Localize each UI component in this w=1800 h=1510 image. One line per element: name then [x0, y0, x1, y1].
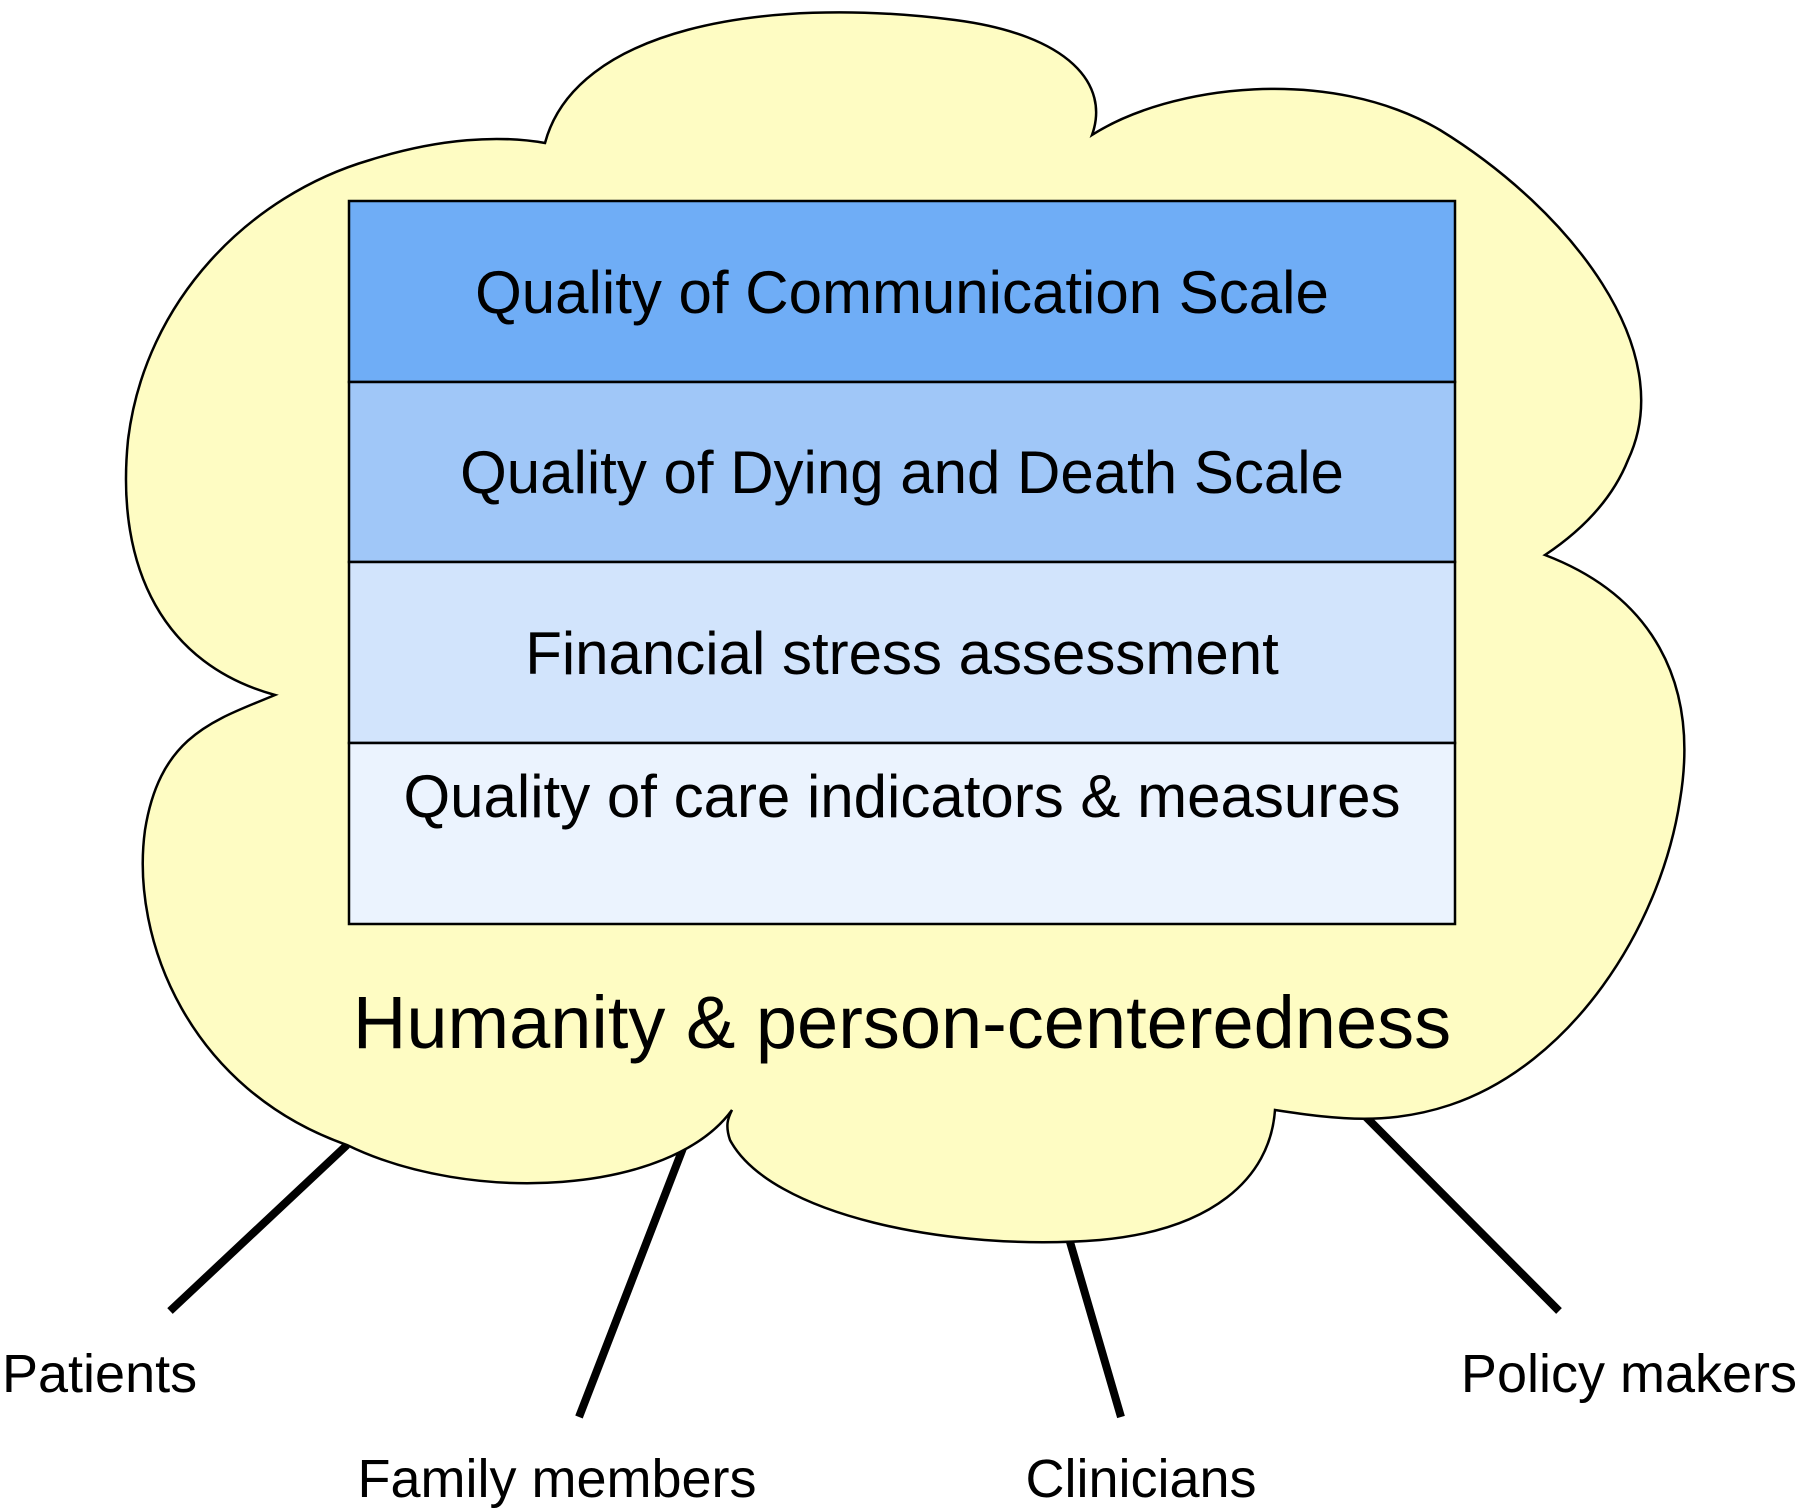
stakeholder-clinicians: Clinicians: [1025, 1449, 1256, 1509]
connector-patients: [167, 1142, 350, 1314]
connectors: [167, 1113, 1562, 1419]
stakeholder-family-members: Family members: [357, 1449, 756, 1509]
layer-3-box: [347, 560, 1457, 745]
layer-dying-death-scale: Quality of Dying and Death Scale: [347, 380, 1457, 564]
layer-2-label: Quality of Dying and Death Scale: [460, 439, 1344, 506]
layer-stack: Quality of Communication Scale Quality o…: [347, 199, 1457, 926]
layer-1-box: [347, 199, 1457, 384]
layer-2-box: [347, 380, 1457, 564]
layer-financial-stress: Financial stress assessment: [347, 560, 1457, 745]
layer-1-label: Quality of Communication Scale: [475, 259, 1329, 326]
layer-4-label: Quality of care indicators & measures: [403, 763, 1400, 830]
layer-quality-of-care: Quality of care indicators & measures: [347, 741, 1457, 926]
connector-policy-makers: [1362, 1113, 1562, 1314]
stakeholder-patients: Patients: [2, 1344, 197, 1404]
connector-clinicians: [1064, 1233, 1125, 1419]
stakeholder-labels: Patients Family members Clinicians Polic…: [2, 1344, 1797, 1509]
stakeholder-policy-makers: Policy makers: [1461, 1344, 1797, 1404]
cloud-label: Humanity & person-centeredness: [353, 981, 1451, 1064]
layer-4-box: [347, 741, 1457, 926]
connector-family-members: [575, 1128, 694, 1419]
layer-communication-scale: Quality of Communication Scale: [347, 199, 1457, 384]
layer-3-label: Financial stress assessment: [525, 620, 1279, 687]
